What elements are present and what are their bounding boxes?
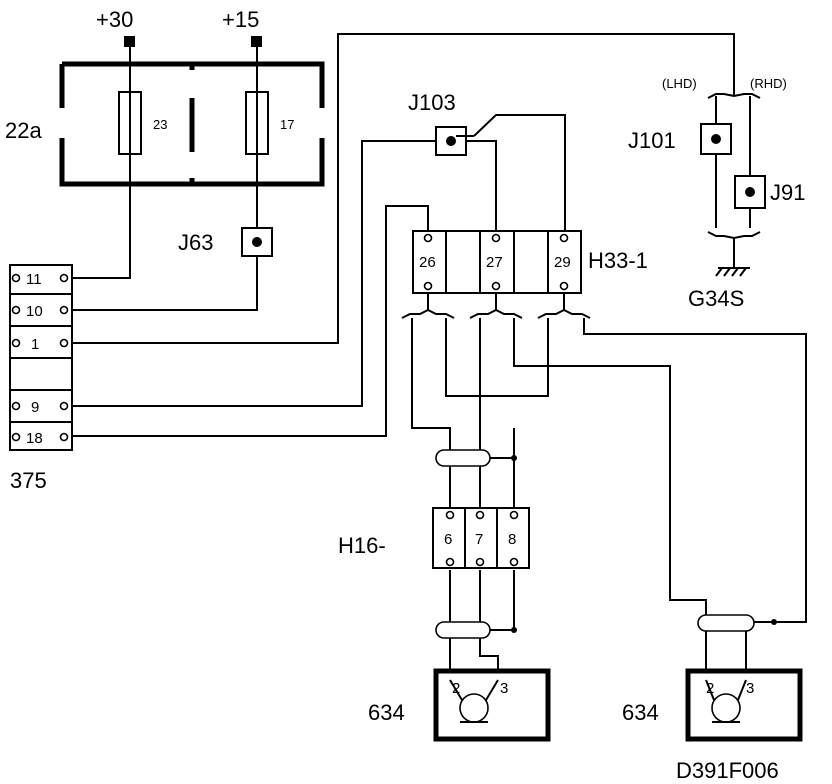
motor-icon bbox=[711, 693, 741, 723]
fuse-17-label: 17 bbox=[280, 117, 294, 132]
pin-h16-7: 7 bbox=[475, 531, 483, 548]
supply-plus30-label: +30 bbox=[96, 7, 133, 32]
connector-j63-label: J63 bbox=[178, 230, 213, 255]
pin-375-18: 18 bbox=[26, 430, 43, 447]
pin-h33-26: 26 bbox=[419, 254, 436, 271]
pin-375-1: 1 bbox=[31, 336, 39, 353]
connector-h33 bbox=[412, 230, 582, 294]
motor-right-pin-a: 2 bbox=[706, 680, 714, 697]
motor-right bbox=[685, 668, 803, 742]
fuse-box-label: 22a bbox=[5, 118, 42, 143]
drawing-id: D391F006 bbox=[676, 758, 779, 783]
fuse-box-22a: 23 17 bbox=[58, 61, 326, 187]
connector-j91-label: J91 bbox=[770, 180, 805, 205]
cable-sleeve-right-icon bbox=[697, 614, 755, 632]
j91-pin-icon bbox=[745, 187, 755, 197]
pin-h16-8: 8 bbox=[508, 531, 516, 548]
connector-375-label: 375 bbox=[10, 468, 47, 493]
j101-pin-icon bbox=[711, 134, 721, 144]
connector-h33-label: H33-1 bbox=[588, 248, 648, 273]
motor-right-pin-b: 3 bbox=[746, 680, 754, 697]
pin-375-10: 10 bbox=[26, 303, 43, 320]
pin-h33-29: 29 bbox=[554, 254, 571, 271]
pin-375-11: 11 bbox=[26, 271, 42, 288]
pin-375-9: 9 bbox=[31, 399, 39, 416]
ground-label: G34S bbox=[688, 286, 744, 311]
motor-left-label: 634 bbox=[368, 700, 405, 725]
connector-j101-label: J101 bbox=[628, 128, 676, 153]
variant-rhd-label: (RHD) bbox=[750, 76, 787, 91]
connector-j91 bbox=[734, 175, 766, 209]
motor-left bbox=[433, 668, 551, 742]
cable-sleeve-lower-icon bbox=[435, 621, 491, 639]
motor-icon bbox=[459, 693, 489, 723]
connector-h16 bbox=[432, 507, 530, 569]
fuse-23-label: 23 bbox=[153, 117, 167, 132]
motor-right-label: 634 bbox=[622, 700, 659, 725]
ground-icon bbox=[715, 267, 750, 277]
motor-left-pin-b: 3 bbox=[500, 680, 508, 697]
pin-h33-27: 27 bbox=[486, 254, 503, 271]
variant-lhd-label: (LHD) bbox=[662, 76, 697, 91]
supply-plus15-label: +15 bbox=[222, 7, 259, 32]
motor-left-pin-a: 2 bbox=[452, 680, 460, 697]
connector-h16-label: H16- bbox=[338, 533, 386, 558]
pin-h16-6: 6 bbox=[444, 531, 452, 548]
connector-375 bbox=[9, 264, 73, 451]
j63-pin-icon bbox=[252, 237, 262, 247]
terminal-plus15-icon bbox=[251, 36, 262, 47]
connector-j103-label: J103 bbox=[408, 90, 456, 115]
j103-pin-icon bbox=[446, 136, 456, 146]
terminal-plus30-icon bbox=[124, 36, 135, 47]
cable-sleeve-upper-icon bbox=[435, 449, 491, 467]
connector-375-pins bbox=[11, 273, 69, 442]
